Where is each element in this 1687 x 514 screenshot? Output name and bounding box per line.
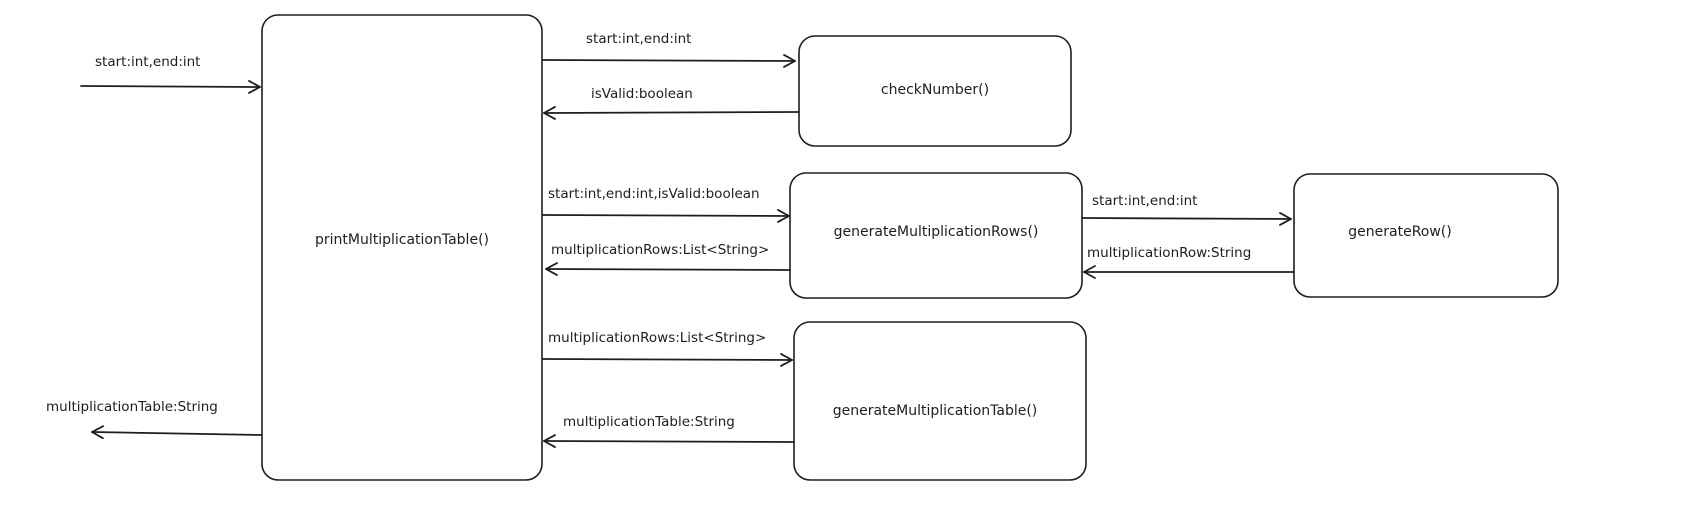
node-label: generateMultiplicationTable() xyxy=(833,403,1038,419)
edge-table-to-print: multiplicationTable:String xyxy=(543,414,795,448)
node-label: generateRow() xyxy=(1348,224,1451,240)
edge-label: multiplicationTable:String xyxy=(46,399,218,415)
edge-print-to-table: multiplicationRows:List<String> xyxy=(542,330,793,367)
node-generate-multiplication-rows[interactable]: generateMultiplicationRows() xyxy=(789,172,1083,299)
edge-label: multiplicationRows:List<String> xyxy=(548,330,766,346)
edge-rows-to-print: multiplicationRows:List<String> xyxy=(545,242,791,276)
edge-label: multiplicationRow:String xyxy=(1087,245,1251,261)
edge-label: start:int,end:int xyxy=(1092,193,1197,209)
edge-label: isValid:boolean xyxy=(591,86,693,102)
edge-label: multiplicationRows:List<String> xyxy=(551,242,769,258)
edge-label: start:int,end:int xyxy=(586,31,691,47)
node-label: generateMultiplicationRows() xyxy=(834,224,1039,240)
node-label: printMultiplicationTable() xyxy=(315,232,489,248)
node-print-multiplication-table[interactable]: printMultiplicationTable() xyxy=(261,14,543,481)
edge-label: start:int,end:int xyxy=(95,54,200,70)
edge-print-to-rows: start:int,end:int,isValid:boolean xyxy=(542,186,790,223)
node-check-number[interactable]: checkNumber() xyxy=(798,35,1072,147)
node-generate-row[interactable]: generateRow() xyxy=(1293,173,1559,298)
edge-rows-to-row: start:int,end:int xyxy=(1082,193,1292,226)
edge-check-to-print: isValid:boolean xyxy=(543,86,800,120)
node-generate-multiplication-table[interactable]: generateMultiplicationTable() xyxy=(793,321,1087,481)
edge-input: start:int,end:int xyxy=(80,54,261,94)
edge-print-to-check: start:int,end:int xyxy=(542,31,796,68)
node-label: checkNumber() xyxy=(881,82,989,98)
edge-label: multiplicationTable:String xyxy=(563,414,735,430)
edge-output: multiplicationTable:String xyxy=(46,399,262,440)
edge-row-to-rows: multiplicationRow:String xyxy=(1083,245,1294,279)
edge-label: start:int,end:int,isValid:boolean xyxy=(548,186,760,202)
